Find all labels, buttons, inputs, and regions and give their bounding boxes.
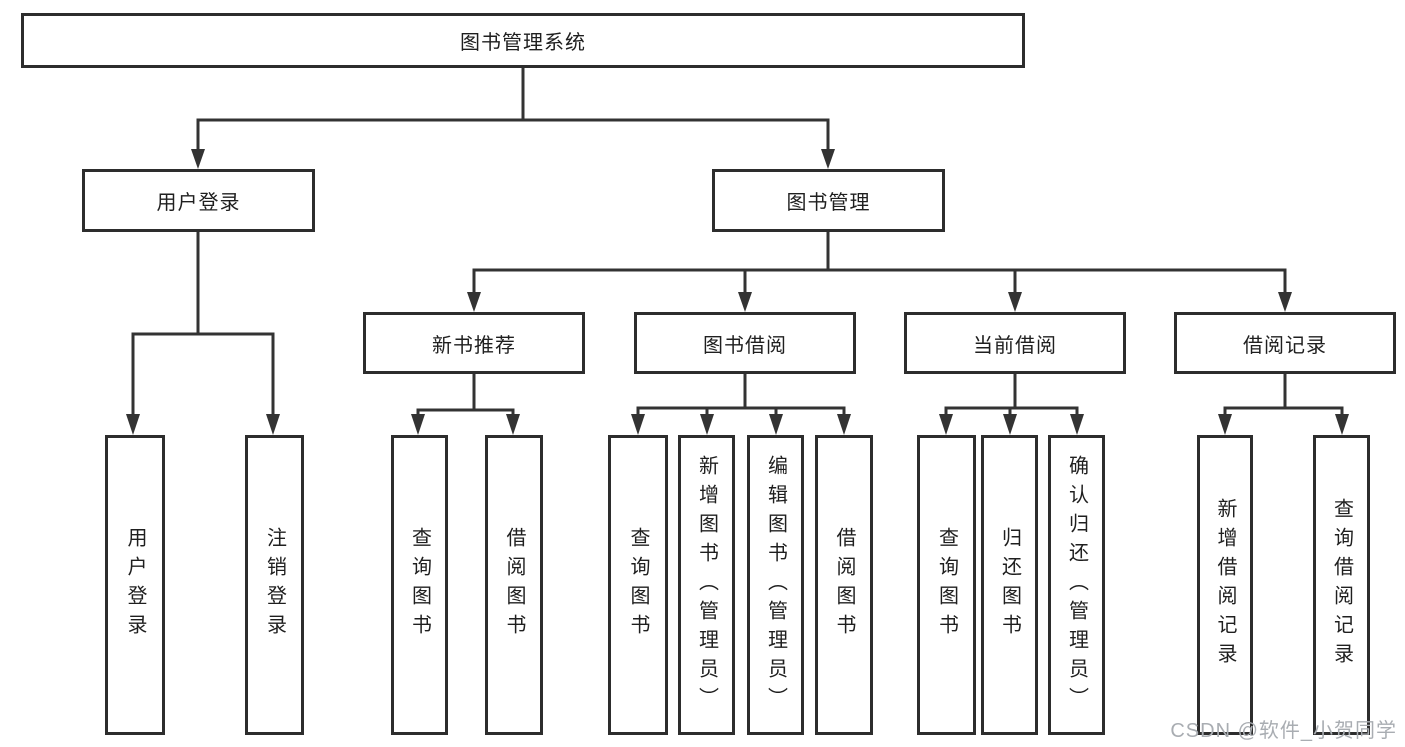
leaf-query-borrow-record-label: 查询借阅记录 <box>1330 498 1353 672</box>
node-current-borrowing: 当前借阅 <box>904 312 1126 374</box>
leaf-edit-books-admin: 编辑图书（管理员） <box>747 435 804 735</box>
leaf-user-login-label: 用户登录 <box>124 527 146 643</box>
leaf-confirm-return-admin: 确认归还（管理员） <box>1048 435 1105 735</box>
leaf-query-borrow-record: 查询借阅记录 <box>1313 435 1370 735</box>
leaf-confirm-return-admin-label: 确认归还（管理员） <box>1065 454 1088 716</box>
leaf-query-books-3-label: 查询图书 <box>935 527 958 643</box>
leaf-add-borrow-record-label: 新增借阅记录 <box>1214 498 1236 672</box>
watermark: CSDN @软件_小贺同学 <box>1170 720 1397 742</box>
leaf-edit-books-admin-label: 编辑图书（管理员） <box>764 454 787 716</box>
leaf-query-books-1-label: 查询图书 <box>408 527 431 643</box>
node-borrowing-records: 借阅记录 <box>1174 312 1396 374</box>
leaf-query-books-3: 查询图书 <box>917 435 976 735</box>
node-user-login-branch: 用户登录 <box>82 169 315 232</box>
leaf-query-books-1: 查询图书 <box>391 435 448 735</box>
leaf-borrow-books-2: 借阅图书 <box>815 435 873 735</box>
leaf-borrow-books-1-label: 借阅图书 <box>503 527 525 643</box>
leaf-return-books: 归还图书 <box>981 435 1038 735</box>
leaf-user-login: 用户登录 <box>105 435 165 735</box>
node-new-book-recommendation: 新书推荐 <box>363 312 585 374</box>
leaf-query-books-2: 查询图书 <box>608 435 668 735</box>
leaf-query-books-2-label: 查询图书 <box>627 527 649 643</box>
node-book-management-branch: 图书管理 <box>712 169 945 232</box>
node-book-borrowing: 图书借阅 <box>634 312 856 374</box>
leaf-return-books-label: 归还图书 <box>998 527 1021 643</box>
node-root: 图书管理系统 <box>21 13 1025 68</box>
leaf-add-borrow-record: 新增借阅记录 <box>1197 435 1253 735</box>
leaf-add-books-admin-label: 新增图书（管理员） <box>695 454 718 716</box>
leaf-borrow-books-1: 借阅图书 <box>485 435 543 735</box>
leaf-logout-label: 注销登录 <box>263 527 286 643</box>
leaf-borrow-books-2-label: 借阅图书 <box>833 527 855 643</box>
leaf-logout: 注销登录 <box>245 435 304 735</box>
leaf-add-books-admin: 新增图书（管理员） <box>678 435 735 735</box>
